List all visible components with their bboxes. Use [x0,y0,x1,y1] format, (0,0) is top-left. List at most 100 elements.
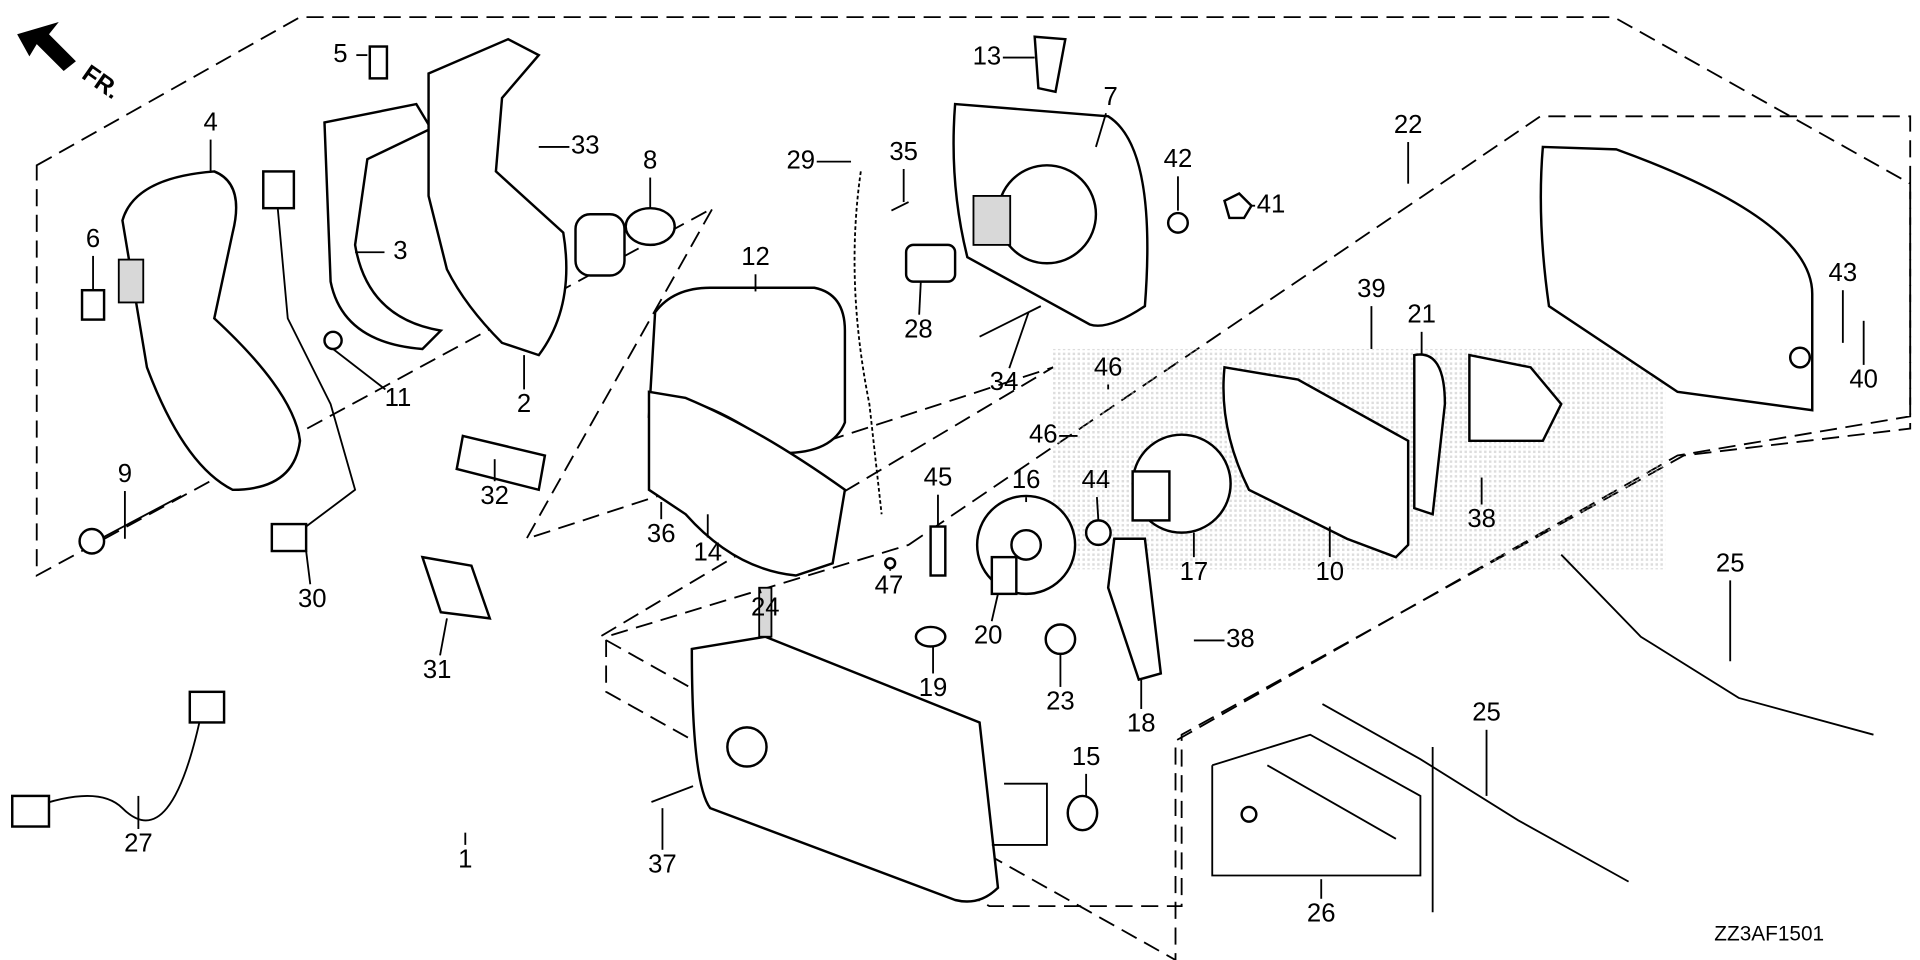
part-label: 4 [203,108,217,136]
part-label: 2 [517,390,531,418]
part-label: 5 [333,40,347,68]
part-bracket [1468,353,1563,443]
part-8-ring [624,206,676,247]
part-label: 7 [1103,83,1117,111]
part-23-nut [1044,623,1077,656]
part-29-cable [853,171,883,515]
part-18-lever [1106,537,1163,682]
part-17-shaft [1131,470,1171,522]
part-label: 17 [1180,558,1209,586]
part-label: 3 [393,237,407,265]
part-25-cable-b [1321,703,1630,883]
part-label: 42 [1164,145,1193,173]
part-15-bracket-line [991,782,1048,846]
part-41-nut [1223,191,1253,220]
part-11-clip [323,330,343,351]
part-20-spring [990,555,1018,596]
part-label: 10 [1315,558,1344,586]
part-6-plate [80,288,106,321]
part-label: 16 [1012,466,1041,494]
leader-line [1095,112,1107,148]
assembly-outline-1 [35,16,1912,960]
part-9-pin [99,495,182,540]
part-10-base-plate [1222,365,1410,559]
part-switch-window [117,258,145,304]
part-label: 40 [1849,366,1878,394]
part-47-ball [884,557,897,570]
part-label: 43 [1829,259,1858,287]
part-label: 38 [1226,625,1255,653]
part-label: 29 [787,146,816,174]
leader-line [305,550,312,585]
part-label: 46 [1094,353,1123,381]
part-7-window [972,195,1012,246]
part-19-collar [914,625,947,648]
part-label: 20 [974,622,1003,650]
part-label: 34 [990,368,1019,396]
part-31-decal [420,555,492,620]
part-label: 38 [1467,505,1496,533]
leader-line [332,348,386,391]
part-27-harness [30,710,203,822]
part-label: 19 [919,674,948,702]
part-label: 36 [647,520,676,548]
part-label: 22 [1394,111,1423,139]
arrow-icon [17,22,76,72]
part-cover-plate [1539,145,1814,412]
part-21-lever [1413,353,1447,516]
part-label: 37 [648,851,677,879]
leader-line [1008,311,1030,369]
part-label: 25 [1472,699,1501,727]
part-label: 6 [86,225,100,253]
part-43-washer [1788,346,1812,369]
part-27-connector-b [188,690,226,724]
part-5-spring [368,45,389,80]
leader-line [758,587,762,594]
part-label: 1 [458,846,472,874]
part-27-connector-a [11,794,51,828]
part-label: 9 [118,460,132,488]
part-14-cover [647,390,847,577]
part-26-link [1266,764,1397,840]
part-28-block [904,243,957,283]
part-32-decal [455,434,547,492]
part-44-ring [1084,519,1112,547]
part-label: 18 [1127,710,1156,738]
front-direction-arrow: FR. [17,22,125,105]
part-30-wire [274,183,357,528]
part-label: 46 [1029,421,1058,449]
part-label: 15 [1072,743,1101,771]
part-shaft [574,213,626,277]
part-label: 35 [889,138,918,166]
part-label: 31 [423,656,452,684]
part-label: 47 [875,571,904,599]
part-label: 33 [571,132,600,160]
part-30-connector-top [262,170,296,210]
part-label: 39 [1357,275,1386,303]
diagram-code: ZZ3AF1501 [1714,922,1824,945]
leader-line [1095,497,1100,521]
part-label: 26 [1307,899,1336,927]
part-16-hub [1010,528,1043,561]
part-label: 30 [298,585,327,613]
part-label: 13 [973,42,1002,70]
part-42-washer [1166,211,1189,234]
part-label: 21 [1407,301,1436,329]
assembly-outline-22 [605,115,1912,908]
part-label: 23 [1046,688,1075,716]
part-label: 8 [643,146,657,174]
part-34-bolt [979,305,1042,338]
part-label: 14 [693,538,722,566]
part-label: 24 [751,593,780,621]
part-25-cable-a [1560,554,1874,736]
part-label: 28 [904,315,933,343]
part-15-cap [1066,794,1099,832]
part-13-clip [1033,35,1067,94]
part-4-grip-cover [121,170,302,492]
part-cover [690,635,1000,903]
part-label: 25 [1716,549,1745,577]
part-7-hub [996,164,1098,265]
part-30-connector-bottom [270,522,308,553]
part-label: 11 [385,384,412,412]
